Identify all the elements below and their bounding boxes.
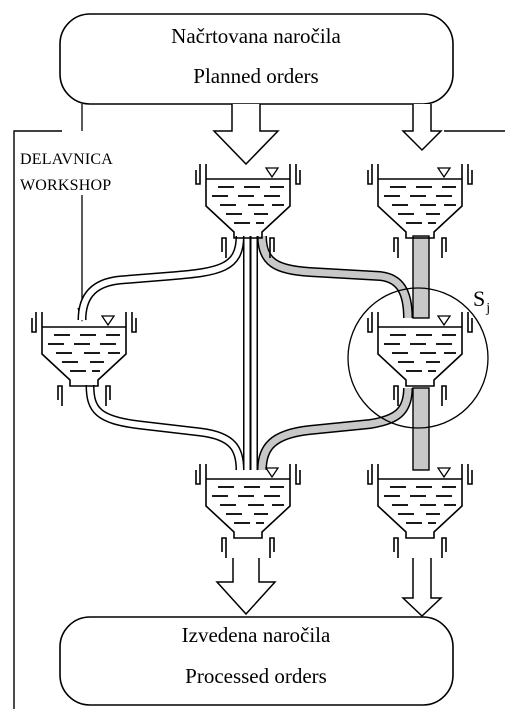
tank-bottom-right	[367, 463, 473, 559]
input-arrow-right	[401, 104, 443, 152]
processed-orders-label-en: Processed orders	[185, 664, 327, 688]
subsystem-label-sub: j	[486, 301, 491, 316]
workshop-frame	[13, 130, 505, 709]
subsystem-circle	[347, 287, 489, 429]
input-arrow-left	[212, 104, 280, 166]
pipe-network	[77, 235, 430, 471]
output-arrow-right	[401, 558, 443, 618]
processed-orders-box	[59, 616, 454, 706]
workshop-input-line	[77, 104, 87, 323]
subsystem-label-main: S	[473, 286, 486, 311]
tank-workshop	[31, 311, 137, 407]
tank-bottom-center	[195, 463, 301, 559]
subsystem-label: Sj	[473, 286, 490, 316]
workshop-label-en: WORKSHOP	[20, 177, 112, 194]
workshop-label-sl: DELAVNICA	[20, 151, 114, 168]
planned-orders-label-sl: Načrtovana naročila	[171, 24, 341, 48]
planned-orders-label-en: Planned orders	[193, 64, 319, 88]
output-arrow-left	[215, 558, 277, 616]
processed-orders-label-sl: Izvedena naročila	[181, 623, 331, 647]
